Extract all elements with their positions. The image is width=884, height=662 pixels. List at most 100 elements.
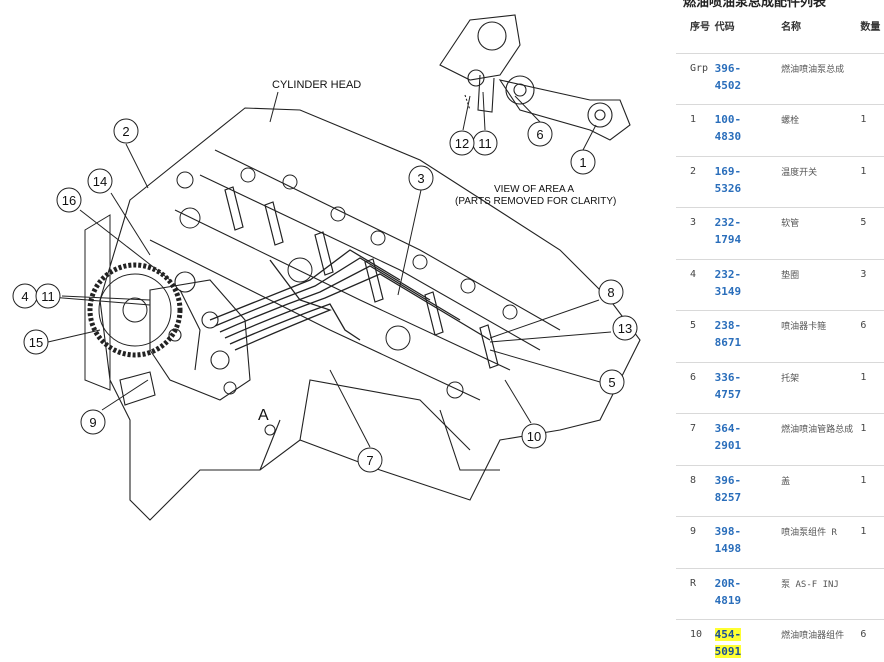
part-name-text: 泵 AS-F INJ	[781, 579, 839, 590]
part-qty	[860, 567, 884, 620]
part-code-link-text[interactable]: 100-4830	[714, 113, 742, 143]
row-seq: 6	[676, 361, 715, 414]
row-seq: Grp	[676, 52, 715, 105]
header-seq: 序号	[690, 22, 710, 33]
part-name-text: 喷油泵组件 R	[781, 528, 837, 538]
svg-text:13: 13	[618, 321, 632, 336]
part-code-link-text[interactable]: 169-5326	[714, 164, 742, 195]
part-qty: 1	[860, 155, 884, 208]
part-name: 燃油喷油管路总成	[781, 413, 861, 465]
exploded-parts-diagram: CYLINDER HEAD VIEW OF AREA A (PARTS REMO…	[12, 14, 641, 521]
svg-text:3: 3	[417, 171, 424, 186]
callout-7[interactable]: 7	[357, 447, 383, 473]
part-code-link-text[interactable]: 364-2901	[714, 422, 742, 452]
callout-10[interactable]: 10	[521, 423, 547, 449]
parts-removed-label: (PARTS REMOVED FOR CLARITY)	[455, 196, 616, 207]
callout-6[interactable]: 6	[527, 121, 553, 147]
row-seq-text: 2	[690, 165, 697, 177]
part-name: 泵 AS-F INJ	[781, 567, 861, 620]
part-code-link[interactable]: 396-8257	[714, 464, 782, 517]
part-code-link[interactable]: 396-4502	[714, 52, 782, 105]
part-code-link-text[interactable]: 20R-4819	[714, 576, 742, 607]
part-qty-text: 1	[860, 165, 867, 177]
callout-12[interactable]: 12	[449, 130, 475, 156]
svg-text:11: 11	[41, 289, 55, 304]
table-row: Grp 396-4502 燃油喷油泵总成	[676, 52, 884, 105]
callout-13[interactable]: 13	[612, 315, 638, 341]
area-a-label: A	[258, 407, 269, 424]
cylinder-head-label: CYLINDER HEAD	[272, 79, 361, 91]
callout-16[interactable]: 16	[56, 187, 82, 213]
part-code-link[interactable]: 169-5326	[714, 155, 782, 208]
part-qty-text: 3	[860, 268, 867, 280]
part-name: 垫圈	[781, 258, 861, 311]
callout-14[interactable]: 14	[87, 168, 113, 194]
part-code-link-text[interactable]: 232-1794	[714, 216, 742, 246]
row-seq-text: 6	[690, 371, 697, 383]
part-qty-text: 1	[860, 423, 867, 434]
view-area-label: VIEW OF AREA A	[494, 184, 574, 195]
svg-text:16: 16	[62, 193, 76, 208]
part-code-link[interactable]: 398-1498	[714, 516, 782, 568]
part-name: 软管	[781, 207, 861, 259]
part-qty: 5	[860, 207, 884, 259]
part-code-link-text[interactable]: 396-8257	[714, 473, 742, 504]
row-seq-text: Grp	[690, 62, 709, 74]
part-code-link-text[interactable]: 336-4757	[714, 370, 742, 401]
callout-15[interactable]: 15	[23, 329, 49, 355]
part-code-link[interactable]: 232-3149	[714, 258, 782, 311]
part-qty-text: 6	[860, 629, 867, 640]
part-code-link[interactable]: 238-8671	[714, 310, 782, 362]
callout-4[interactable]: 4	[12, 283, 38, 309]
part-name-text: 燃油喷油管路总成	[781, 425, 854, 435]
callout-11-inset[interactable]: 11	[472, 130, 498, 156]
part-qty: 6	[860, 619, 884, 662]
row-seq: 7	[676, 413, 715, 465]
callout-5[interactable]: 5	[599, 369, 625, 395]
part-code-link[interactable]: 336-4757	[714, 361, 782, 414]
part-qty: 3	[860, 258, 884, 311]
part-code-link-text[interactable]: 398-1498	[714, 525, 742, 555]
svg-text:15: 15	[29, 335, 43, 350]
callout-1[interactable]: 1	[570, 149, 596, 175]
part-code-link[interactable]: 454-5091	[714, 619, 782, 662]
part-code-link[interactable]: 364-2901	[714, 413, 782, 465]
row-seq-text: 3	[690, 217, 697, 228]
part-qty-text: 5	[860, 217, 867, 228]
svg-text:4: 4	[21, 289, 28, 304]
row-seq-text: 8	[690, 474, 697, 486]
row-seq-text: 10	[690, 629, 703, 640]
callout-3[interactable]: 3	[408, 165, 434, 191]
part-code-link[interactable]: 100-4830	[714, 104, 782, 156]
callout-leaders	[37, 91, 612, 448]
part-name: 螺栓	[781, 104, 861, 156]
part-name: 燃油喷油泵总成	[781, 52, 861, 105]
svg-text:5: 5	[608, 375, 615, 390]
row-seq-text: 7	[690, 423, 697, 434]
part-qty-text: 1	[860, 474, 867, 486]
part-qty: 1	[860, 413, 884, 465]
callout-2[interactable]: 2	[113, 118, 139, 144]
callout-8[interactable]: 8	[598, 279, 624, 305]
part-qty: 1	[860, 361, 884, 414]
part-code-link[interactable]: 232-1794	[714, 207, 782, 259]
part-name-text: 盖	[781, 476, 791, 487]
row-seq: 1	[676, 104, 715, 156]
part-qty: 6	[860, 310, 884, 362]
part-code-link-text[interactable]: 454-5091	[714, 628, 742, 658]
row-seq: 9	[676, 516, 715, 568]
callout-11-left[interactable]: 11	[35, 283, 61, 309]
part-code-link[interactable]: 20R-4819	[714, 567, 782, 620]
engine-block-drawing	[99, 107, 641, 521]
callout-9[interactable]: 9	[80, 409, 106, 435]
part-code-link-text[interactable]: 396-4502	[714, 61, 742, 92]
svg-text:8: 8	[607, 285, 614, 300]
part-qty	[860, 52, 884, 105]
part-code-link-text[interactable]: 232-3149	[714, 267, 742, 298]
part-name-text: 螺栓	[781, 116, 800, 126]
part-code-link-text[interactable]: 238-8671	[714, 319, 742, 349]
